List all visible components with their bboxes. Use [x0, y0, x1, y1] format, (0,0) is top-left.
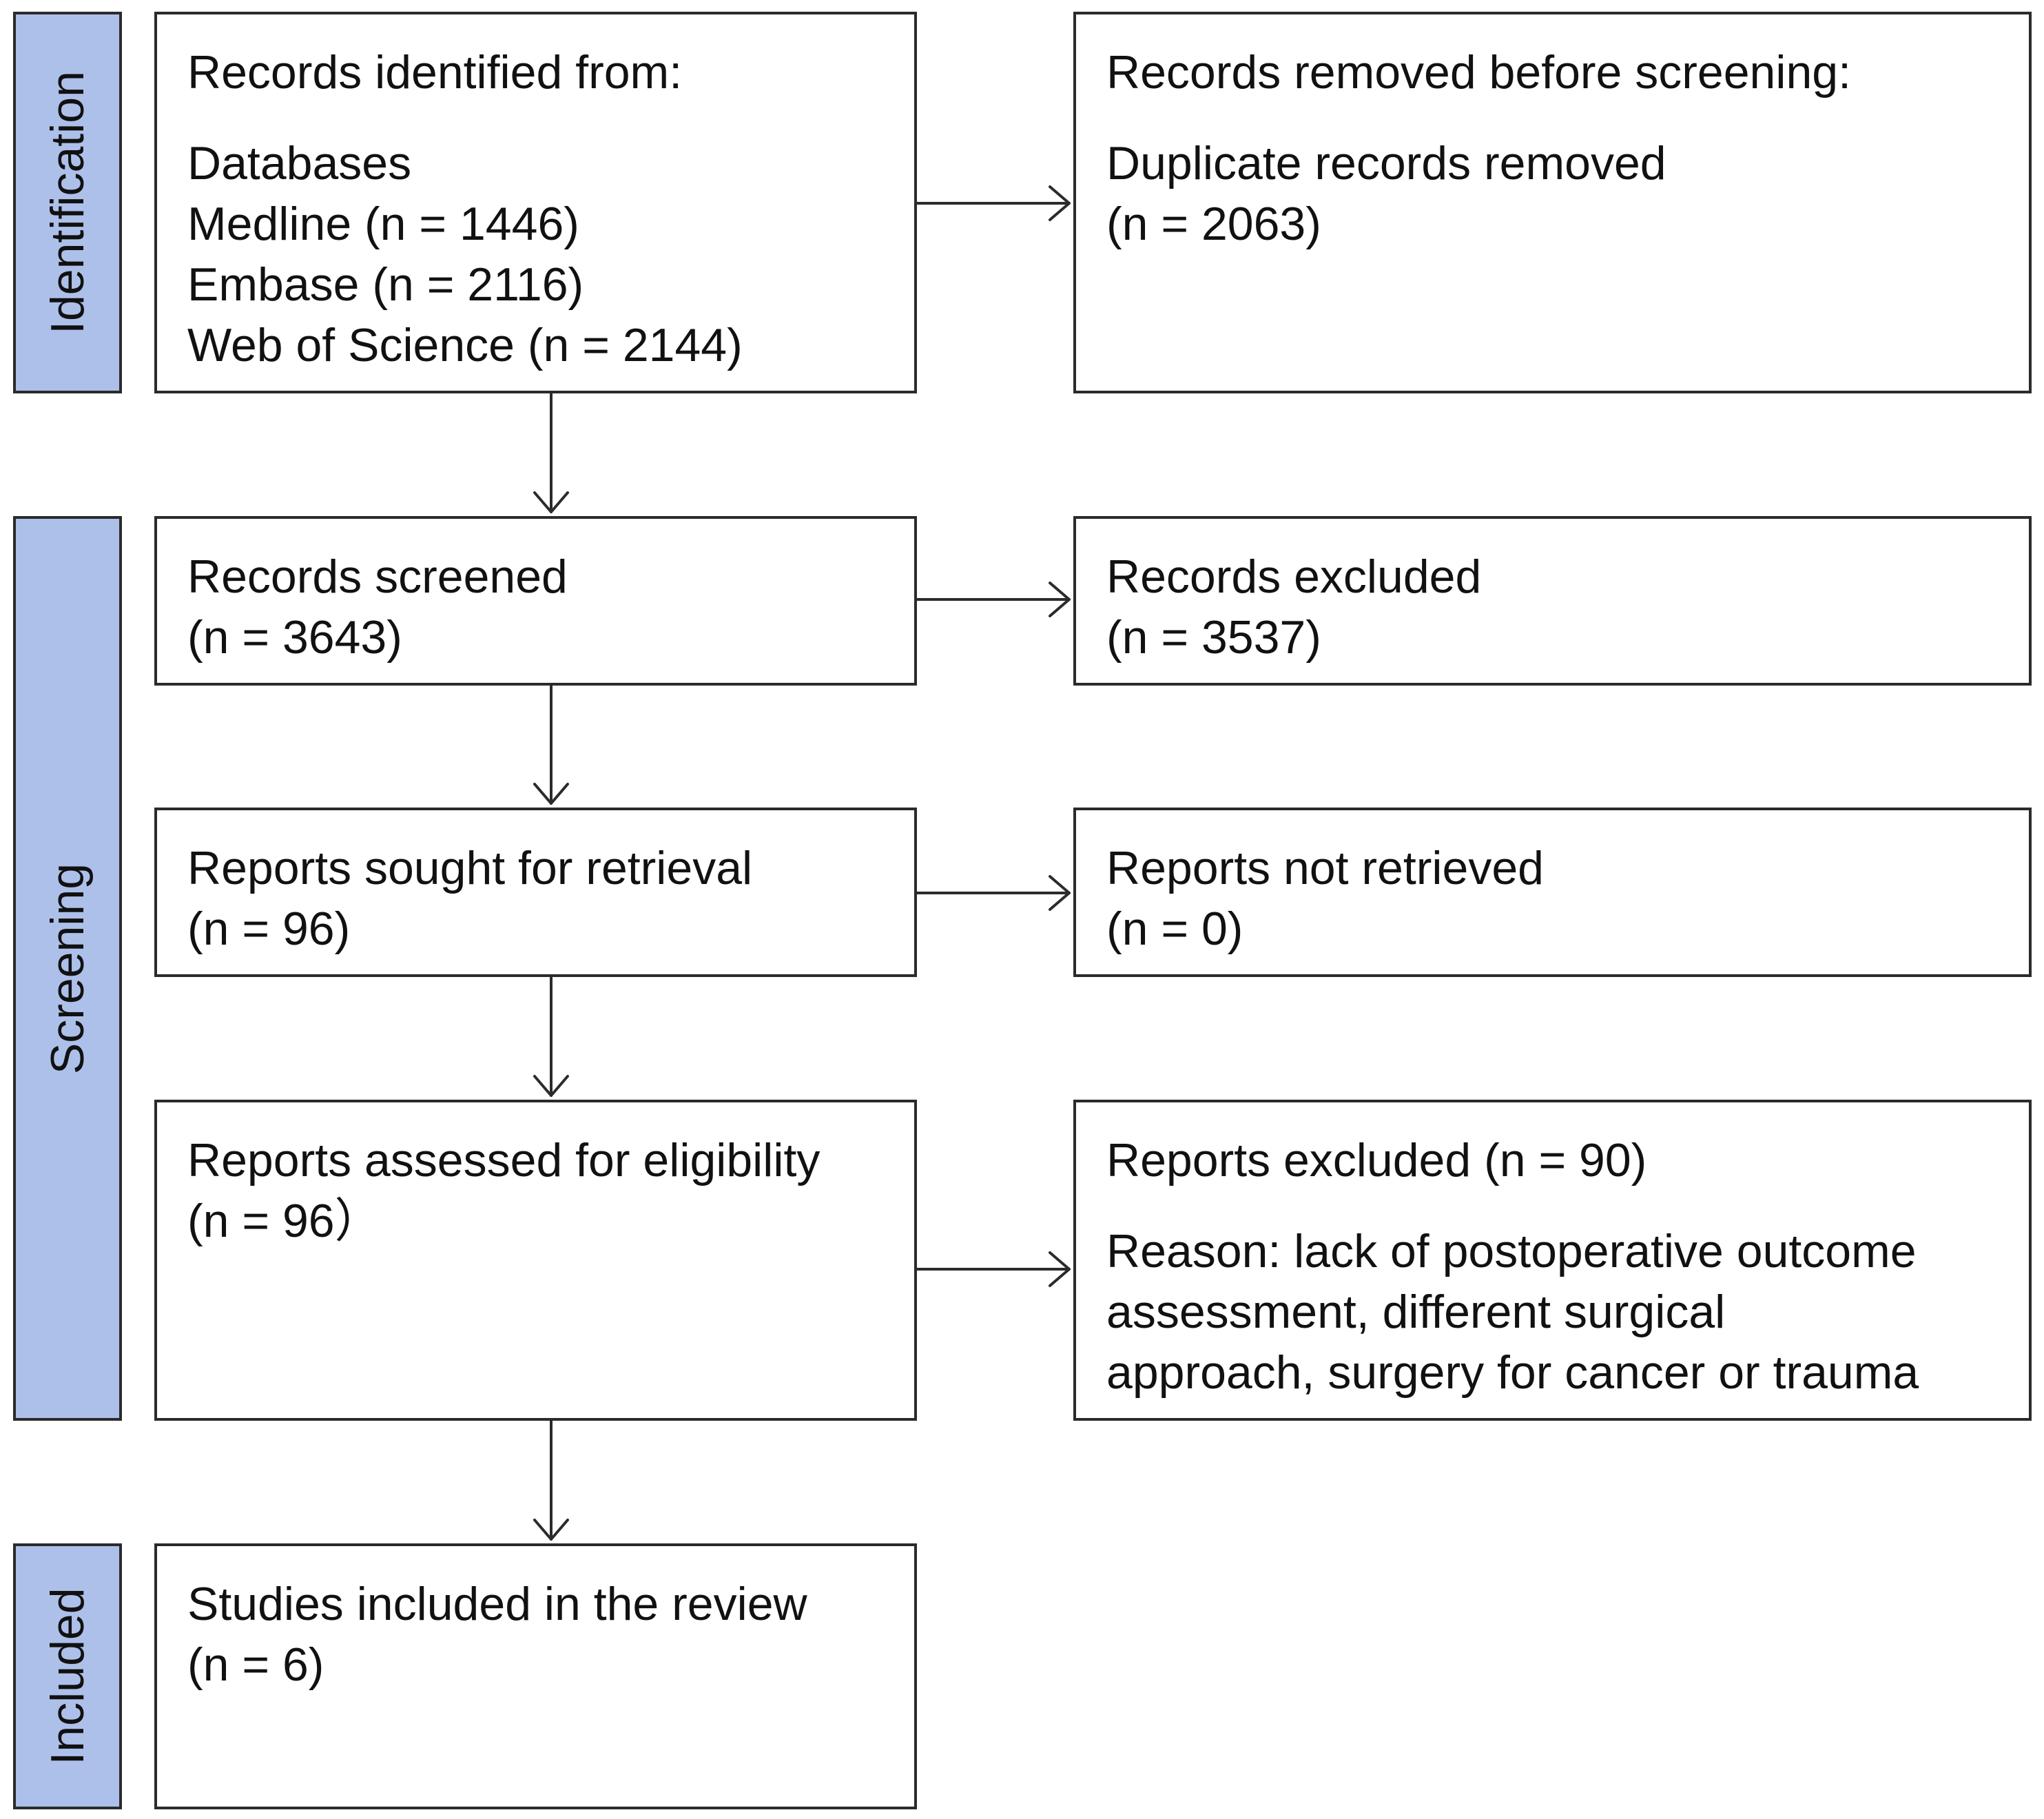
records-excluded-label: Records excluded [1106, 551, 1482, 603]
phase-screening: Screening [13, 516, 122, 1421]
studies-included-label: Studies included in the review [187, 1578, 807, 1630]
database-embase: Embase (n = 2116) [187, 258, 584, 311]
arrow-sought-to-not-retrieved [916, 875, 1071, 911]
arrow-identified-to-screened [533, 392, 569, 513]
records-screened-label: Records screened [187, 551, 568, 603]
duplicate-records-label: Duplicate records removed [1106, 137, 1666, 189]
arrow-assessed-to-reports-excluded [916, 1251, 1071, 1287]
reports-sought-count: (n = 96) [187, 903, 351, 955]
reports-assessed-count: (n = 96） [187, 1195, 382, 1247]
reports-excluded-heading: Reports excluded (n = 90) [1106, 1134, 1647, 1186]
reports-not-retrieved-count: (n = 0) [1106, 903, 1243, 955]
reports-assessed-label: Reports assessed for eligibility [187, 1134, 820, 1186]
records-removed-box: Records removed before screening: Duplic… [1073, 12, 2032, 393]
duplicate-records-count: (n = 2063) [1106, 198, 1321, 250]
reports-sought-box: Reports sought for retrieval (n = 96) [154, 808, 917, 977]
records-screened-count: (n = 3643) [187, 611, 402, 664]
exclusion-reason-line-1: Reason: lack of postoperative outcome [1106, 1225, 1917, 1277]
records-excluded-box: Records excluded (n = 3537) [1073, 516, 2032, 686]
studies-included-count: (n = 6) [187, 1638, 324, 1691]
reports-assessed-box: Reports assessed for eligibility (n = 96… [154, 1100, 917, 1421]
records-excluded-count: (n = 3537) [1106, 611, 1321, 664]
arrow-sought-to-assessed [533, 976, 569, 1097]
reports-not-retrieved-label: Reports not retrieved [1106, 842, 1544, 894]
studies-included-box: Studies included in the review (n = 6) [154, 1543, 917, 1809]
databases-label: Databases [187, 137, 412, 189]
database-web-of-science: Web of Science (n = 2144) [187, 319, 743, 371]
exclusion-reason-line-2: assessment, different surgical [1106, 1286, 1726, 1338]
exclusion-reason-line-3: approach, surgery for cancer or trauma [1106, 1346, 1919, 1399]
phase-included: Included [13, 1543, 122, 1809]
records-identified-box: Records identified from: Databases Medli… [154, 12, 917, 393]
reports-sought-label: Reports sought for retrieval [187, 842, 753, 894]
reports-excluded-box: Reports excluded (n = 90) Reason: lack o… [1073, 1100, 2032, 1421]
arrow-screened-to-sought [533, 684, 569, 805]
records-screened-box: Records screened (n = 3643) [154, 516, 917, 686]
phase-identification: Identification [13, 12, 122, 393]
arrow-identified-to-removed [916, 185, 1071, 221]
reports-not-retrieved-box: Reports not retrieved (n = 0) [1073, 808, 2032, 977]
records-identified-heading: Records identified from: [187, 46, 683, 99]
database-medline: Medline (n = 1446) [187, 198, 579, 250]
arrow-assessed-to-included [533, 1419, 569, 1541]
arrow-screened-to-excluded [916, 582, 1071, 617]
records-removed-heading: Records removed before screening: [1106, 46, 1851, 99]
